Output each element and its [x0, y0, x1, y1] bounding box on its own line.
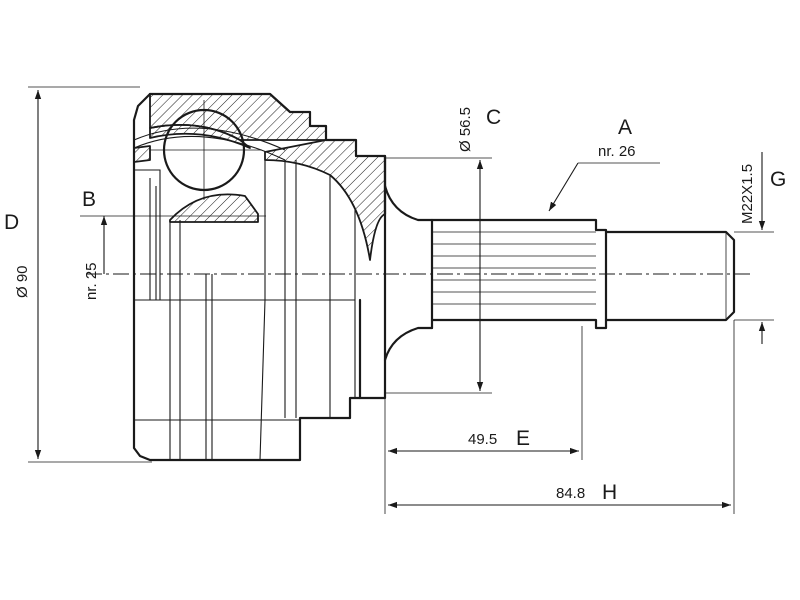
spline-shaft	[430, 218, 608, 330]
dimension-h: 84.8 H	[388, 320, 735, 514]
dimension-d-value: Ø 90	[14, 265, 31, 298]
dimension-h-value: 84.8	[556, 485, 585, 502]
dimension-a-value: nr. 26	[598, 143, 636, 160]
dimension-g-letter: G	[770, 168, 786, 191]
dimension-h-letter: H	[602, 481, 617, 504]
dimension-d-letter: D	[4, 211, 19, 234]
ball-element	[150, 100, 262, 200]
dimension-c-letter: C	[486, 106, 501, 129]
dimension-e-letter: E	[516, 427, 530, 450]
threaded-stud	[604, 230, 736, 322]
dimension-c: C Ø 56.5	[385, 106, 501, 394]
dimension-g: G M22X1.5	[734, 152, 786, 344]
dimension-a: A nr. 26	[548, 116, 660, 212]
dimension-b-value: nr. 25	[83, 262, 100, 300]
hatched-sections	[133, 93, 386, 261]
dimension-g-value: M22X1.5	[739, 164, 756, 224]
dimension-b-letter: B	[82, 188, 96, 211]
dimension-a-letter: A	[618, 116, 632, 139]
dimension-d: D Ø 90	[4, 86, 152, 463]
dimension-e-value: 49.5	[468, 431, 497, 448]
dimension-b: B nr. 25	[80, 188, 266, 300]
dimension-c-value: Ø 56.5	[457, 107, 474, 152]
dimension-e: 49.5 E	[384, 326, 583, 514]
